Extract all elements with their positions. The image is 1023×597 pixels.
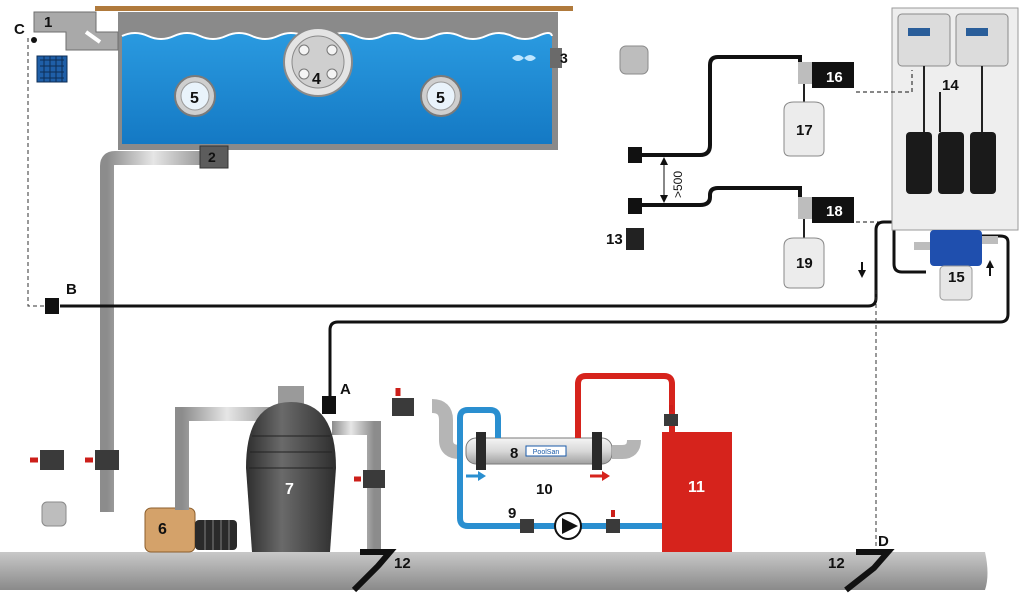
controller-cables — [923, 66, 983, 132]
label-15: 15 — [948, 269, 965, 286]
label-12-left: 12 — [394, 555, 411, 572]
injection-fitting-upper — [628, 147, 642, 163]
label-4: 4 — [312, 71, 321, 88]
flow-arrow-out-head — [602, 471, 610, 481]
grounding-point-c — [31, 37, 37, 43]
controller-right — [955, 13, 1009, 67]
flow-arrow-in-head — [478, 471, 486, 481]
counter-current-unit — [283, 27, 353, 97]
skimmer-valve — [30, 450, 64, 470]
analyzer-loop — [892, 146, 926, 274]
return-elbow-top — [619, 45, 649, 75]
label-12-right: 12 — [828, 555, 845, 572]
main-drain-pipe — [100, 151, 210, 512]
label-10: 10 — [536, 481, 553, 498]
flow-arrow-down-head — [858, 270, 866, 278]
flow-sensor — [626, 228, 644, 250]
boiler — [662, 432, 732, 552]
dimension-arrow-bottom — [660, 195, 668, 203]
drain-valve — [85, 450, 119, 470]
label-18: 18 — [826, 203, 843, 220]
sample-line-B — [60, 220, 912, 308]
label-7: 7 — [285, 481, 294, 498]
label-11: 11 — [688, 479, 705, 496]
grounding-line-c — [27, 38, 48, 307]
pool-water-surface — [121, 32, 553, 40]
label-19: 19 — [796, 255, 813, 272]
suction-elbow — [41, 501, 67, 527]
sand-filter — [246, 386, 336, 552]
pool-light-left — [174, 75, 216, 117]
chemical-tank-17 — [783, 101, 825, 157]
sewer-drain-right — [844, 549, 895, 593]
label-14: 14 — [942, 77, 959, 94]
pool-light-right — [420, 75, 462, 117]
label-C: C — [14, 21, 25, 38]
dosing-pump-16 — [798, 62, 854, 88]
sewer-drain-left — [351, 549, 397, 593]
uv-brand-label: PoolSan — [533, 449, 560, 456]
injection-point-a — [322, 396, 336, 414]
label-D: D — [878, 533, 889, 550]
loop-valve-right — [606, 510, 620, 533]
dimension-label: >500 — [671, 171, 685, 198]
waste-valve — [354, 470, 385, 488]
skimmer-weir — [84, 30, 102, 44]
pool-deck — [95, 6, 573, 11]
sample-point-b — [45, 298, 59, 314]
label-13: 13 — [606, 231, 623, 248]
sample-line-A — [328, 234, 1010, 396]
uv-reactor: PoolSan — [465, 432, 613, 470]
label-6: 6 — [158, 521, 167, 538]
label-3: 3 — [560, 50, 568, 66]
ground — [0, 552, 988, 590]
return-inlet-fitting — [550, 48, 562, 68]
label-17: 17 — [796, 122, 813, 139]
dimension-arrow-top — [660, 157, 668, 165]
label-16: 16 — [826, 69, 843, 86]
loop-pump — [554, 512, 582, 540]
uv-to-return-pipe — [612, 439, 641, 459]
filter-outlet-pipe-down — [431, 399, 461, 459]
circulation-pump — [144, 507, 237, 553]
flow-arrow-up-head — [986, 260, 994, 268]
hot-loop — [575, 373, 675, 438]
label-5-left: 5 — [190, 90, 199, 107]
uv-brand-badge — [525, 445, 567, 457]
label-8: 8 — [510, 445, 518, 462]
chemical-tank-19 — [783, 237, 825, 289]
waste-pipe — [332, 421, 381, 552]
injection-fitting-lower — [628, 198, 642, 214]
label-9: 9 — [508, 505, 516, 522]
label-A: A — [340, 381, 351, 398]
hot-valve — [664, 405, 678, 426]
prefilter-housing — [914, 230, 998, 301]
label-1: 1 — [44, 14, 52, 31]
dosing-pump-18 — [798, 197, 854, 223]
probe-holders — [906, 132, 996, 194]
skimmer-basket-mesh — [40, 56, 64, 82]
inlet-jet-bubbles — [512, 55, 536, 61]
label-B: B — [66, 281, 77, 298]
label-5-right: 5 — [436, 90, 445, 107]
loop-valve-9 — [520, 519, 534, 533]
label-2: 2 — [208, 149, 216, 165]
main-drain-fitting — [199, 145, 229, 169]
cold-loop — [457, 407, 662, 529]
filter-outlet-valve — [392, 388, 414, 416]
controller-left — [897, 13, 951, 67]
dosing-line-18 — [640, 186, 802, 207]
dosing-line-16 — [640, 55, 802, 157]
signal-line-16 — [856, 70, 913, 93]
